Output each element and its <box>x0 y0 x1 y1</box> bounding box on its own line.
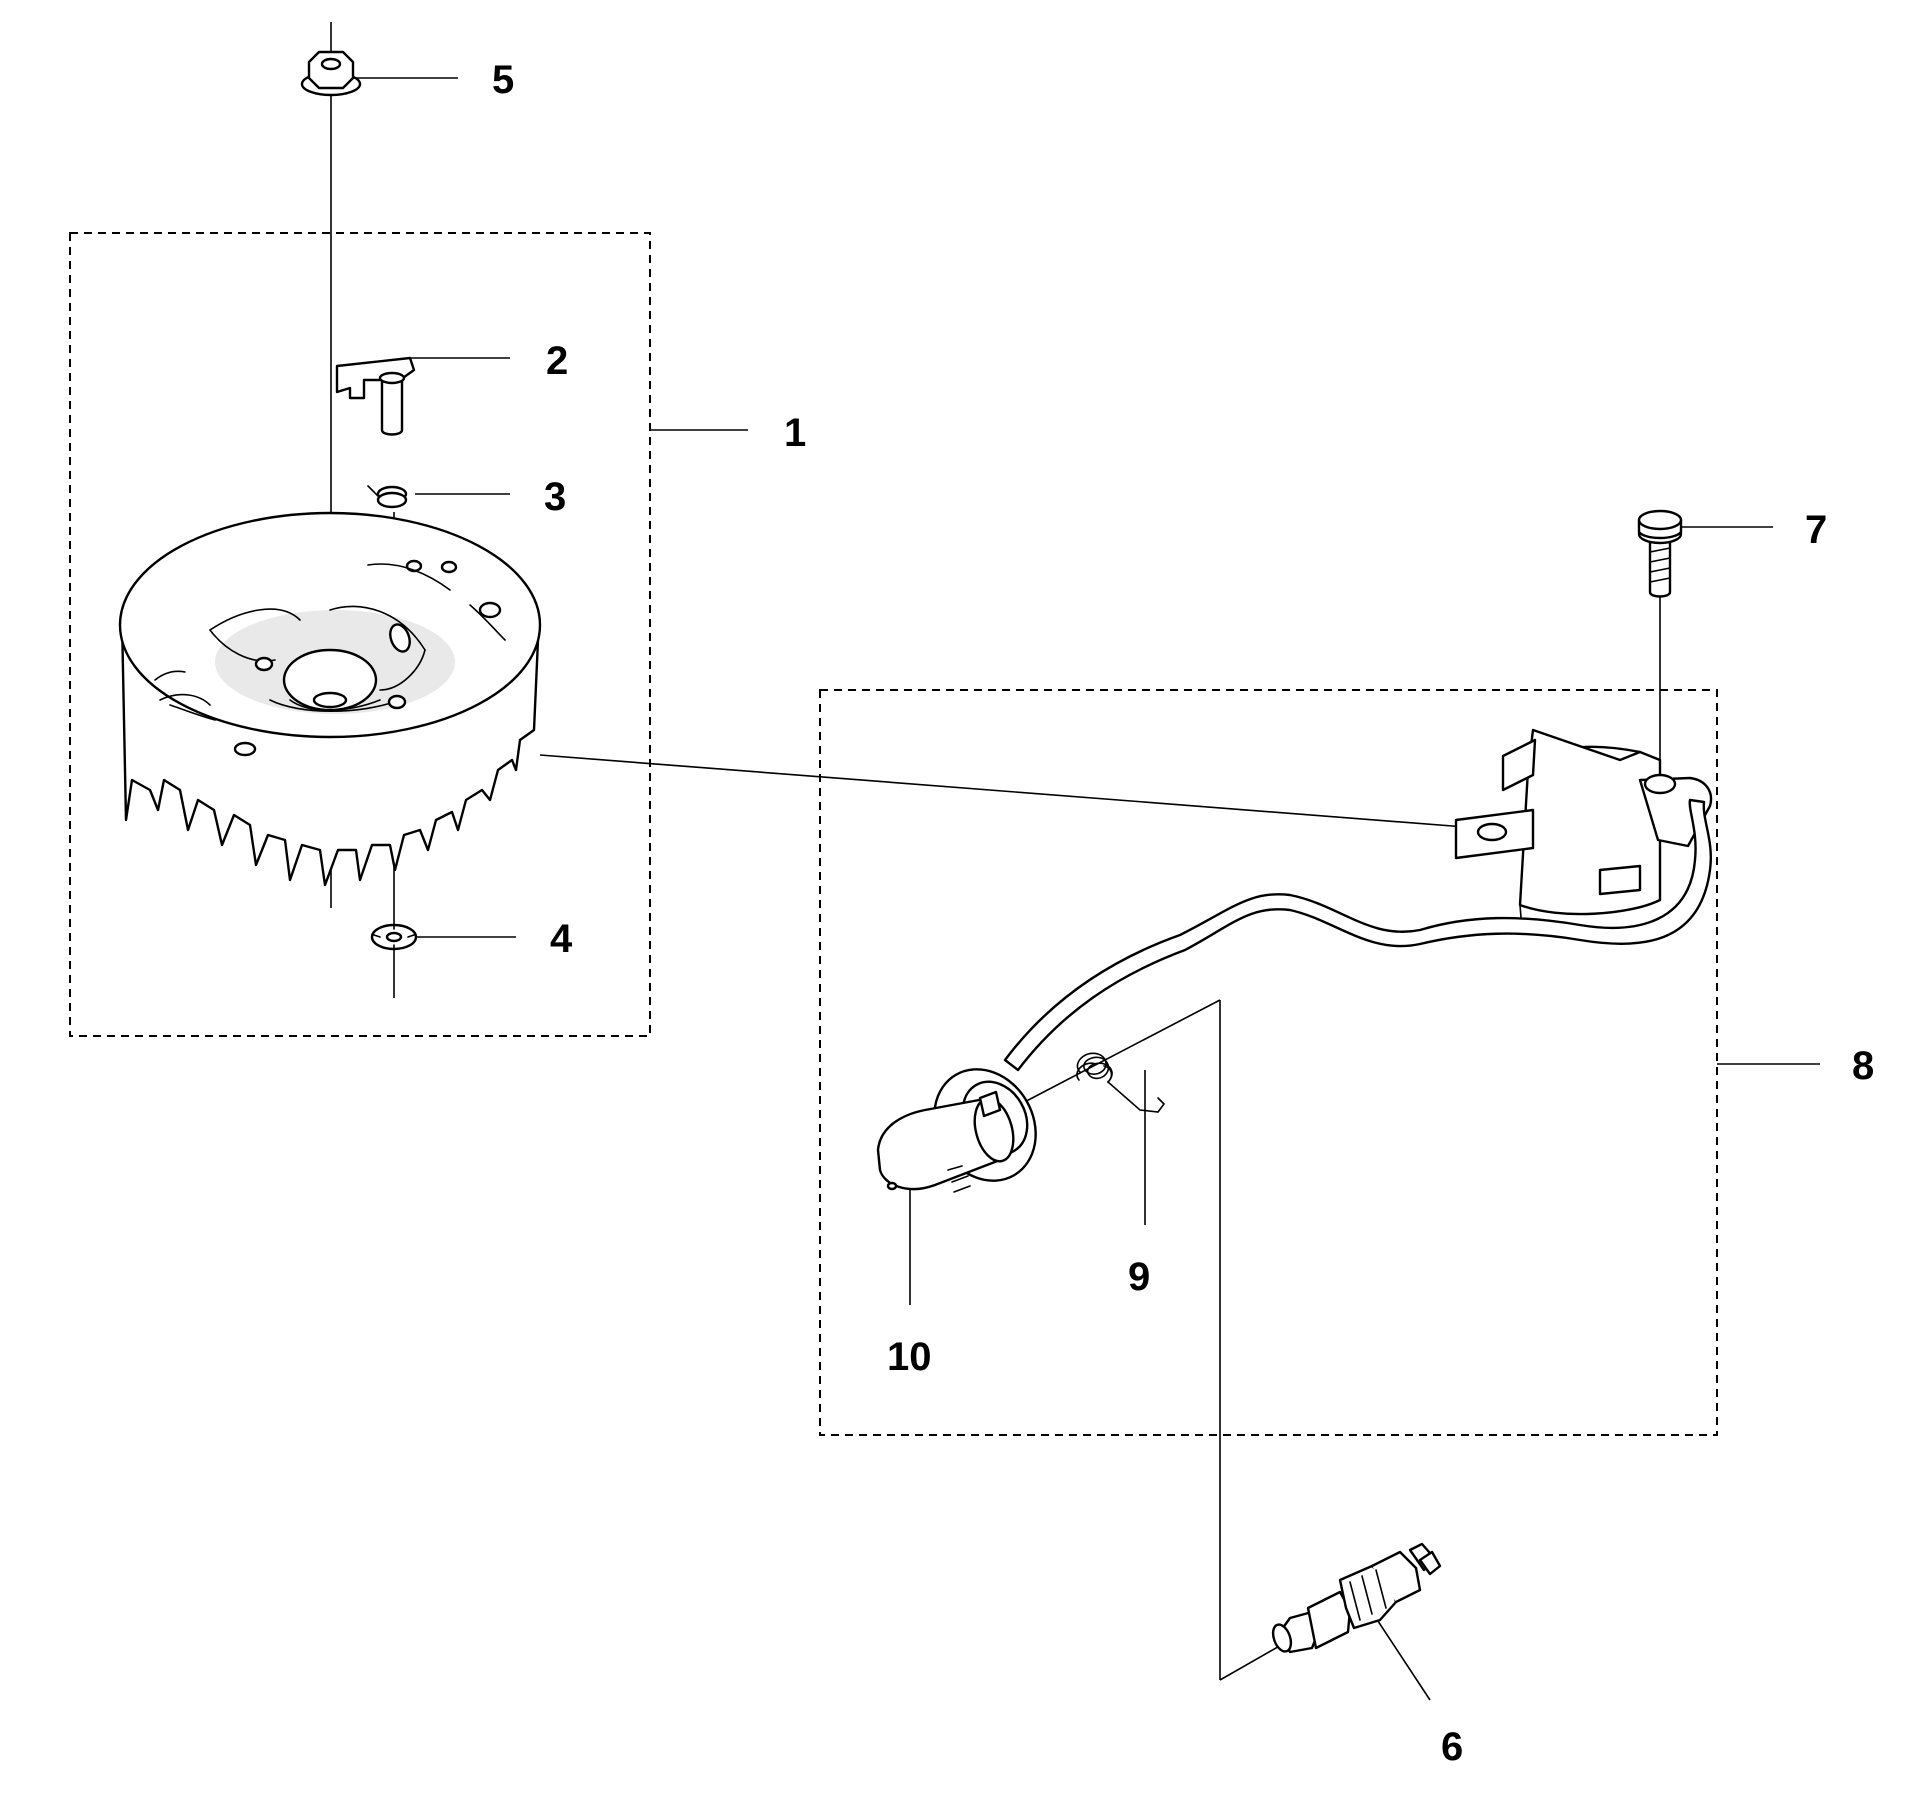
callout-label-5: 5 <box>492 58 514 102</box>
callout-label-4: 4 <box>550 917 573 961</box>
callout-label-2: 2 <box>546 339 568 383</box>
small-spring-part <box>367 485 408 509</box>
pawl-part <box>335 356 416 436</box>
plug-boot-part <box>876 1068 1037 1193</box>
callout-label-10: 10 <box>887 1335 932 1379</box>
ignition-coil-part <box>1003 728 1713 1072</box>
callout-label-1: 1 <box>784 411 806 455</box>
callout-label-7: 7 <box>1805 508 1827 552</box>
ignition-group-box <box>819 689 1718 1436</box>
flange-nut-part <box>300 50 362 97</box>
screw-part <box>1637 509 1683 598</box>
callout-label-6: 6 <box>1441 1725 1463 1769</box>
contact-spring-part <box>1076 1052 1166 1113</box>
spark-plug-part <box>1271 1542 1442 1654</box>
flywheel-part <box>118 511 542 887</box>
callout-labels: 1 2 3 4 5 6 7 8 9 10 <box>492 58 1874 1769</box>
flywheel-group-box <box>69 232 651 1037</box>
star-washer-part <box>370 923 418 951</box>
callout-label-3: 3 <box>544 475 566 519</box>
callout-label-9: 9 <box>1128 1255 1150 1299</box>
callout-label-8: 8 <box>1852 1044 1874 1088</box>
